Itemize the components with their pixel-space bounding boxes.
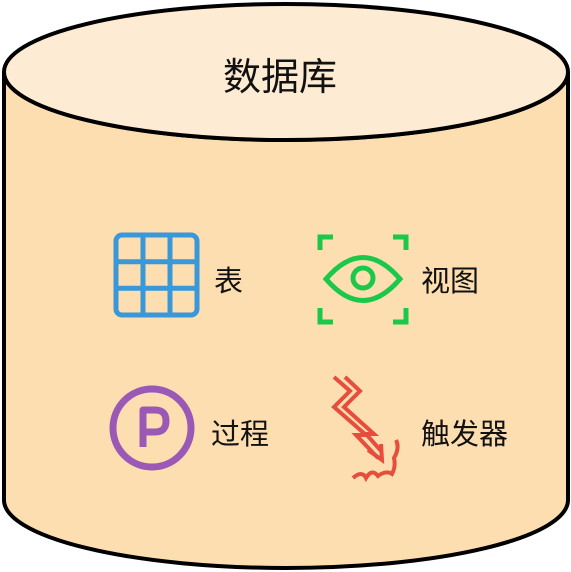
procedure-p-icon xyxy=(109,385,195,471)
eye-view-icon xyxy=(317,234,409,325)
cylinder-body xyxy=(1,71,570,570)
item-label-procedure: 过程 xyxy=(211,417,270,451)
table-grid-icon xyxy=(113,232,200,318)
item-label-view: 视图 xyxy=(421,264,480,298)
item-label-trigger: 触发器 xyxy=(421,417,509,451)
cylinder-top xyxy=(2,2,570,142)
lightning-trigger-icon xyxy=(331,375,400,483)
item-label-table: 表 xyxy=(214,264,244,298)
database-title: 数据库 xyxy=(223,55,338,99)
